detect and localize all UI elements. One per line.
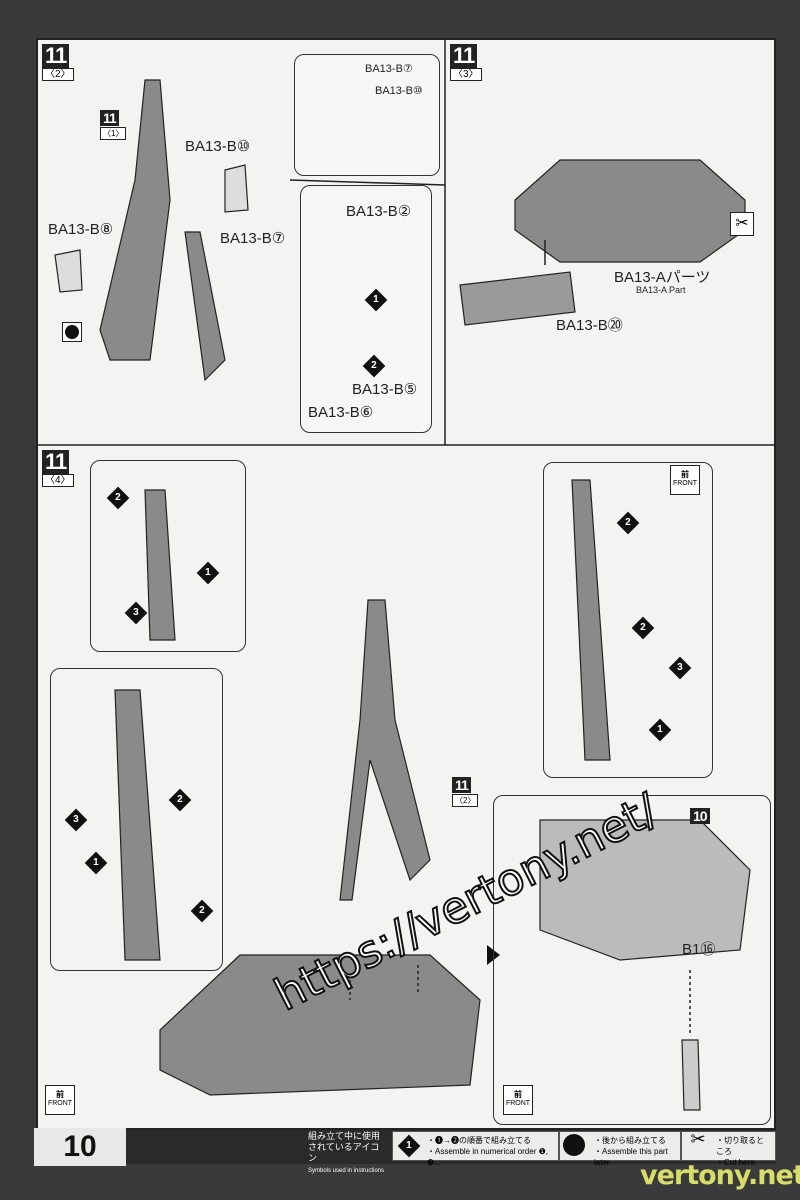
base-large (514, 159, 746, 263)
part-label: BA13-B⑦ (365, 63, 413, 75)
part-label: BA13-B⑤ (352, 381, 418, 398)
substep-label: 〈3〉 (450, 68, 482, 81)
assembled-stand (339, 599, 431, 901)
stand-leg (184, 231, 226, 382)
ref-step: 11 (100, 110, 119, 126)
part-label: BA13-B⑧ (48, 221, 114, 238)
part-label-en: BA13-A Part (636, 285, 686, 295)
assemble-later-icon (62, 322, 82, 342)
detail-inset (543, 462, 713, 778)
detail-inset (493, 795, 771, 1125)
legend-item: ・後から組み立てる・Assemble this part later. (559, 1131, 681, 1167)
detail-inset (300, 185, 432, 433)
detail-inset (90, 460, 246, 652)
action-base (159, 954, 481, 1096)
cutter-icon: ✂ (690, 1129, 706, 1149)
legend-item: ✂ ・切り取るところ・Cut here. (681, 1129, 776, 1167)
part-label: BA13-B⑳ (556, 317, 623, 334)
ref-substep: 〈2〉 (452, 794, 479, 807)
stand-post (99, 79, 171, 361)
ref-step: 11 (452, 777, 471, 793)
substep-label: 〈4〉 (42, 474, 74, 487)
part-10 (224, 164, 249, 213)
part-label: BA13-B⑦ (220, 230, 286, 247)
part-label: BA13-B⑩ (375, 85, 423, 97)
detail-inset (50, 668, 223, 971)
substep-label: 〈2〉 (42, 68, 74, 81)
detail-inset (294, 54, 440, 176)
divider (289, 179, 446, 186)
brand-watermark: vertony.net (640, 1160, 800, 1191)
legend-item: 1 ・❶→❷の順番で組み立てる・Assemble in numerical or… (392, 1131, 559, 1167)
page-number: 10 (34, 1128, 126, 1166)
step-number: 11 (42, 450, 70, 474)
part-label: BA13-Aパーツ (614, 269, 711, 286)
part-8 (54, 249, 83, 293)
part-label: B1⑯ (682, 941, 716, 958)
part-label: BA13-B⑥ (308, 404, 374, 421)
ref-step: 10 (690, 808, 710, 824)
step-number: 11 (42, 44, 70, 68)
numbered-order-icon: 1 (396, 1134, 422, 1158)
part-label: BA13-B② (346, 203, 412, 220)
cutter-icon: ✂ (730, 212, 754, 236)
step-number: 11 (450, 44, 478, 68)
ref-substep: 〈1〉 (100, 127, 127, 140)
base-small (459, 271, 576, 326)
assemble-later-icon (563, 1134, 589, 1158)
part-label: BA13-B⑩ (185, 138, 251, 155)
